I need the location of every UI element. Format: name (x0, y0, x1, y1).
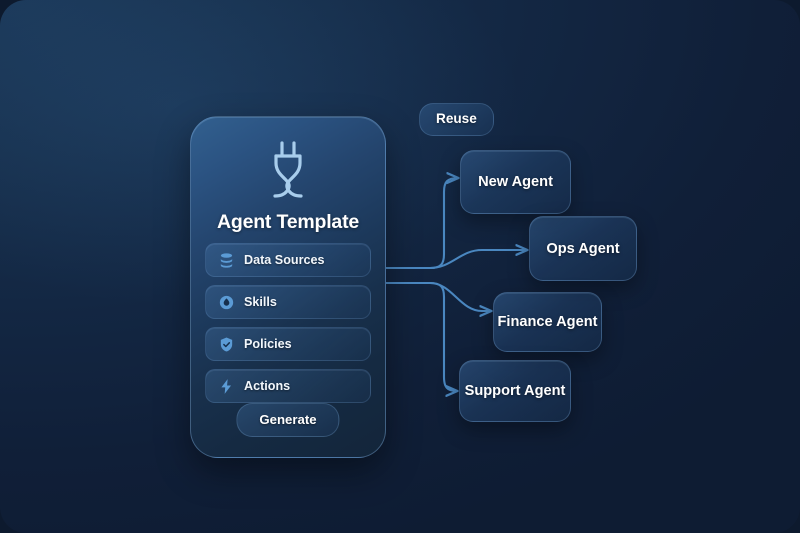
feature-row-actions[interactable]: Actions (205, 369, 371, 403)
feature-list: Data Sources Skills Policies (205, 243, 371, 403)
plug-icon (273, 141, 303, 198)
node-label: Ops Agent (546, 240, 620, 257)
reuse-badge[interactable]: Reuse (419, 103, 494, 136)
reuse-label: Reuse (436, 111, 477, 126)
feature-row-skills[interactable]: Skills (205, 285, 371, 319)
feature-row-data-sources[interactable]: Data Sources (205, 243, 371, 277)
droplet-circle-icon (219, 295, 234, 309)
feature-label: Policies (244, 337, 292, 351)
node-label: Support Agent (464, 383, 566, 399)
feature-label: Skills (244, 295, 277, 309)
card-title: Agent Template (216, 211, 360, 233)
feature-row-policies[interactable]: Policies (205, 327, 371, 361)
feature-label: Actions (244, 379, 291, 393)
node-new-agent[interactable]: New Agent (460, 150, 571, 214)
generate-button[interactable]: Generate (236, 403, 340, 437)
node-label: Finance Agent (497, 314, 598, 330)
feature-label: Data Sources (244, 253, 325, 267)
node-ops-agent[interactable]: Ops Agent (529, 216, 637, 281)
database-icon (220, 252, 233, 268)
lightning-bolt-icon (221, 378, 232, 394)
shield-check-icon (220, 337, 233, 351)
agent-template-card[interactable]: Agent Template Data Sources Skills (190, 116, 386, 458)
node-label: New Agent (478, 174, 553, 190)
node-finance-agent[interactable]: Finance Agent (493, 292, 602, 352)
node-support-agent[interactable]: Support Agent (459, 360, 571, 422)
